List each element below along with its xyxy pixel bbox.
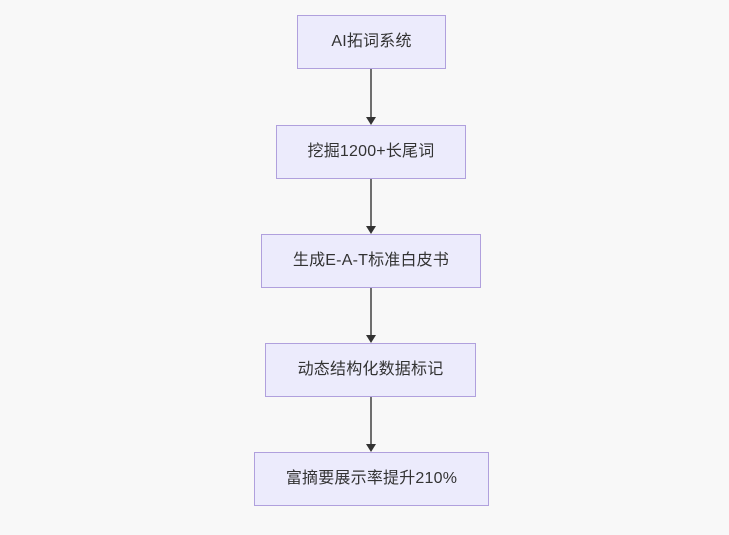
flowchart-node-mine-longtail-keywords[interactable]: 挖掘1200+长尾词 [276, 125, 466, 179]
node-label: 富摘要展示率提升210% [285, 470, 458, 487]
arrowhead-icon [366, 444, 376, 452]
arrowhead-icon [366, 226, 376, 234]
node-label: AI拓词系统 [331, 33, 412, 50]
flowchart-node-ai-keyword-system[interactable]: AI拓词系统 [297, 15, 446, 69]
flowchart-node-generate-eat-whitepaper[interactable]: 生成E-A-T标准白皮书 [261, 234, 481, 288]
edge-node2-node3 [366, 179, 376, 234]
edge-node4-node5 [366, 397, 376, 452]
node-label: 挖掘1200+长尾词 [307, 143, 435, 160]
flowchart-node-rich-snippet-rate-increase[interactable]: 富摘要展示率提升210% [254, 452, 489, 506]
arrowhead-icon [366, 335, 376, 343]
flowchart-node-dynamic-structured-data-markup[interactable]: 动态结构化数据标记 [265, 343, 476, 397]
node-label: 生成E-A-T标准白皮书 [292, 252, 450, 269]
edge-node1-node2 [366, 69, 376, 125]
arrowhead-icon [366, 117, 376, 125]
edge-node3-node4 [366, 288, 376, 343]
node-label: 动态结构化数据标记 [297, 361, 444, 378]
